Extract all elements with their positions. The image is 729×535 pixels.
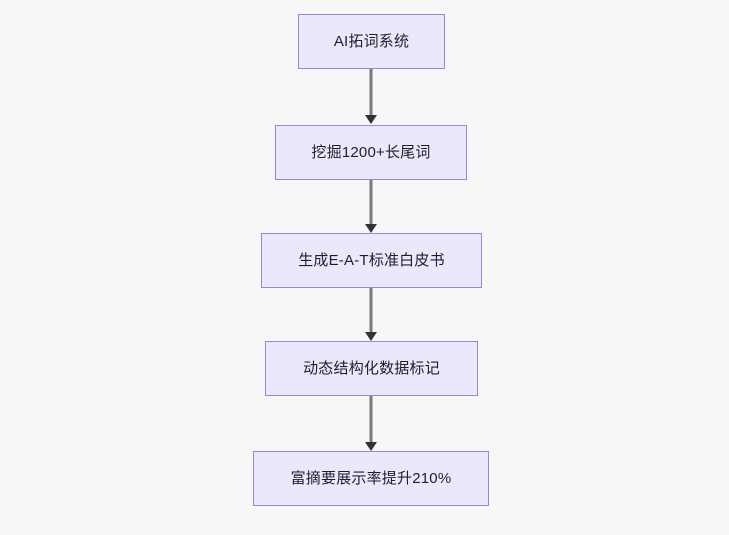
- arrow-down-icon: [365, 332, 377, 341]
- flowchart-node-longtail-keywords[interactable]: 挖掘1200+长尾词: [275, 125, 467, 180]
- arrow-down-icon: [365, 224, 377, 233]
- node-label: 动态结构化数据标记: [303, 360, 440, 377]
- node-label: 生成E-A-T标准白皮书: [298, 252, 445, 269]
- flowchart-edge-4: [369, 396, 373, 443]
- flowchart-edge-2: [369, 180, 373, 225]
- node-label: 挖掘1200+长尾词: [311, 144, 431, 161]
- arrow-down-icon: [365, 115, 377, 124]
- flowchart-node-eat-whitepaper[interactable]: 生成E-A-T标准白皮书: [261, 233, 482, 288]
- node-label: 富摘要展示率提升210%: [290, 470, 452, 487]
- flowchart-edge-1: [369, 69, 373, 116]
- arrow-down-icon: [365, 442, 377, 451]
- flowchart-edge-3: [369, 288, 373, 333]
- node-label: AI拓词系统: [333, 33, 410, 50]
- flowchart-node-structured-data-markup[interactable]: 动态结构化数据标记: [265, 341, 478, 396]
- flowchart-node-ai-keyword-system[interactable]: AI拓词系统: [298, 14, 445, 69]
- flowchart-node-rich-snippet-result[interactable]: 富摘要展示率提升210%: [253, 451, 489, 506]
